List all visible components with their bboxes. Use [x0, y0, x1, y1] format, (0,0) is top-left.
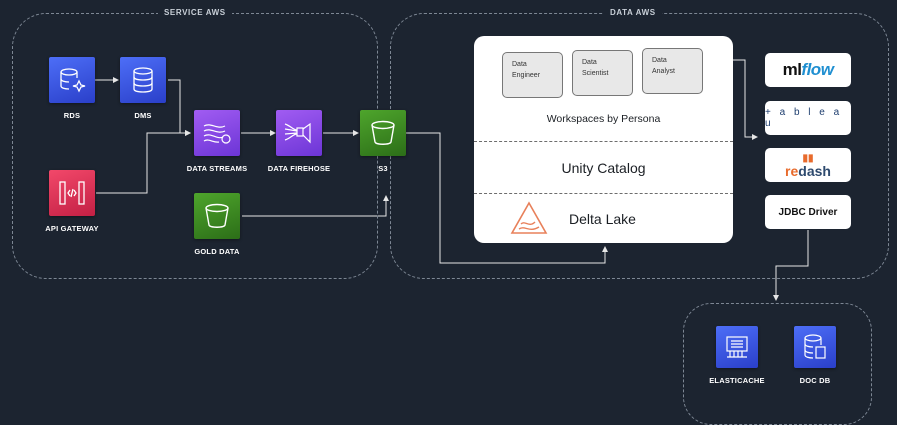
data-streams-node[interactable]: DATA STREAMS — [169, 110, 265, 173]
mlflow-ml-text: ml — [782, 60, 802, 79]
gold-data-bucket-icon — [194, 193, 240, 239]
dms-label: DMS — [134, 111, 152, 120]
connector-layer — [95, 59, 809, 301]
data-firehose-node[interactable]: DATA FIREHOSE — [251, 110, 347, 173]
gold-data-label: GOLD DATA — [194, 247, 240, 256]
document-db-icon — [794, 326, 836, 368]
rds-icon — [49, 57, 95, 103]
persona-data-analyst[interactable]: Data Analyst — [642, 48, 703, 94]
s3-label: S3 — [378, 164, 388, 173]
service-aws-label: SERVICE AWS — [158, 8, 232, 17]
edge-jdbc-cache — [773, 230, 809, 301]
tableau-tool[interactable]: + a b l e a u — [765, 101, 851, 135]
api-gateway-node[interactable]: API GATEWAY — [24, 170, 120, 233]
redash-dash-text: dash — [798, 163, 831, 179]
mlflow-flow-text: flow — [801, 60, 834, 79]
persona-line: Data — [652, 57, 667, 64]
data-aws-label: DATA AWS — [604, 8, 662, 17]
edge-gold-s3 — [242, 195, 389, 217]
api-gateway-label: API GATEWAY — [45, 224, 99, 233]
dms-node[interactable]: DMS — [95, 57, 191, 120]
data-streams-icon — [194, 110, 240, 156]
databricks-platform-card: Data Engineer Data Scientist Data Analys… — [474, 36, 733, 243]
persona-line: Engineer — [512, 72, 541, 79]
divider — [474, 193, 733, 194]
delta-lake-title: Delta Lake — [569, 211, 636, 227]
elasticache-node[interactable]: ELASTICACHE — [689, 326, 785, 385]
edge-platform-tools — [733, 59, 758, 140]
persona-line: Data — [512, 61, 527, 68]
doc-db-node[interactable]: DOC DB — [767, 326, 863, 385]
redash-logo: ▮▮ redash — [785, 153, 831, 179]
persona-line: Data — [582, 59, 597, 66]
data-firehose-icon — [276, 110, 322, 156]
data-firehose-label: DATA FIREHOSE — [267, 164, 331, 173]
workspaces-title: Workspaces by Persona — [546, 113, 661, 125]
redash-re-text: re — [785, 163, 799, 179]
elasticache-label: ELASTICACHE — [709, 376, 765, 385]
rds-label: RDS — [63, 111, 81, 120]
jdbc-driver-label: JDBC Driver — [778, 206, 838, 218]
jdbc-driver-tool[interactable]: JDBC Driver — [765, 195, 851, 229]
doc-db-label: DOC DB — [799, 376, 831, 385]
rds-node[interactable]: RDS — [24, 57, 120, 120]
data-streams-label: DATA STREAMS — [186, 164, 248, 173]
s3-bucket-icon — [360, 110, 406, 156]
edge-api-streams — [96, 130, 191, 194]
s3-node[interactable]: S3 — [335, 110, 431, 173]
unity-catalog-title: Unity Catalog — [561, 160, 646, 176]
redash-tool[interactable]: ▮▮ redash — [765, 148, 851, 182]
api-gateway-icon — [49, 170, 95, 216]
redash-chart-icon: ▮▮ — [802, 153, 814, 164]
persona-line: Scientist — [582, 70, 609, 77]
delta-lake-logo-icon — [510, 201, 548, 234]
dms-icon — [120, 57, 166, 103]
elasticache-icon — [716, 326, 758, 368]
edge-s3-delta — [406, 132, 608, 264]
mlflow-logo: mlflow — [783, 60, 834, 80]
gold-data-node[interactable]: GOLD DATA — [169, 193, 265, 256]
divider — [474, 141, 733, 142]
tableau-logo: + a b l e a u — [765, 107, 843, 129]
mlflow-tool[interactable]: mlflow — [765, 53, 851, 87]
persona-line: Analyst — [652, 68, 675, 75]
persona-data-scientist[interactable]: Data Scientist — [572, 50, 633, 96]
persona-data-engineer[interactable]: Data Engineer — [502, 52, 563, 98]
